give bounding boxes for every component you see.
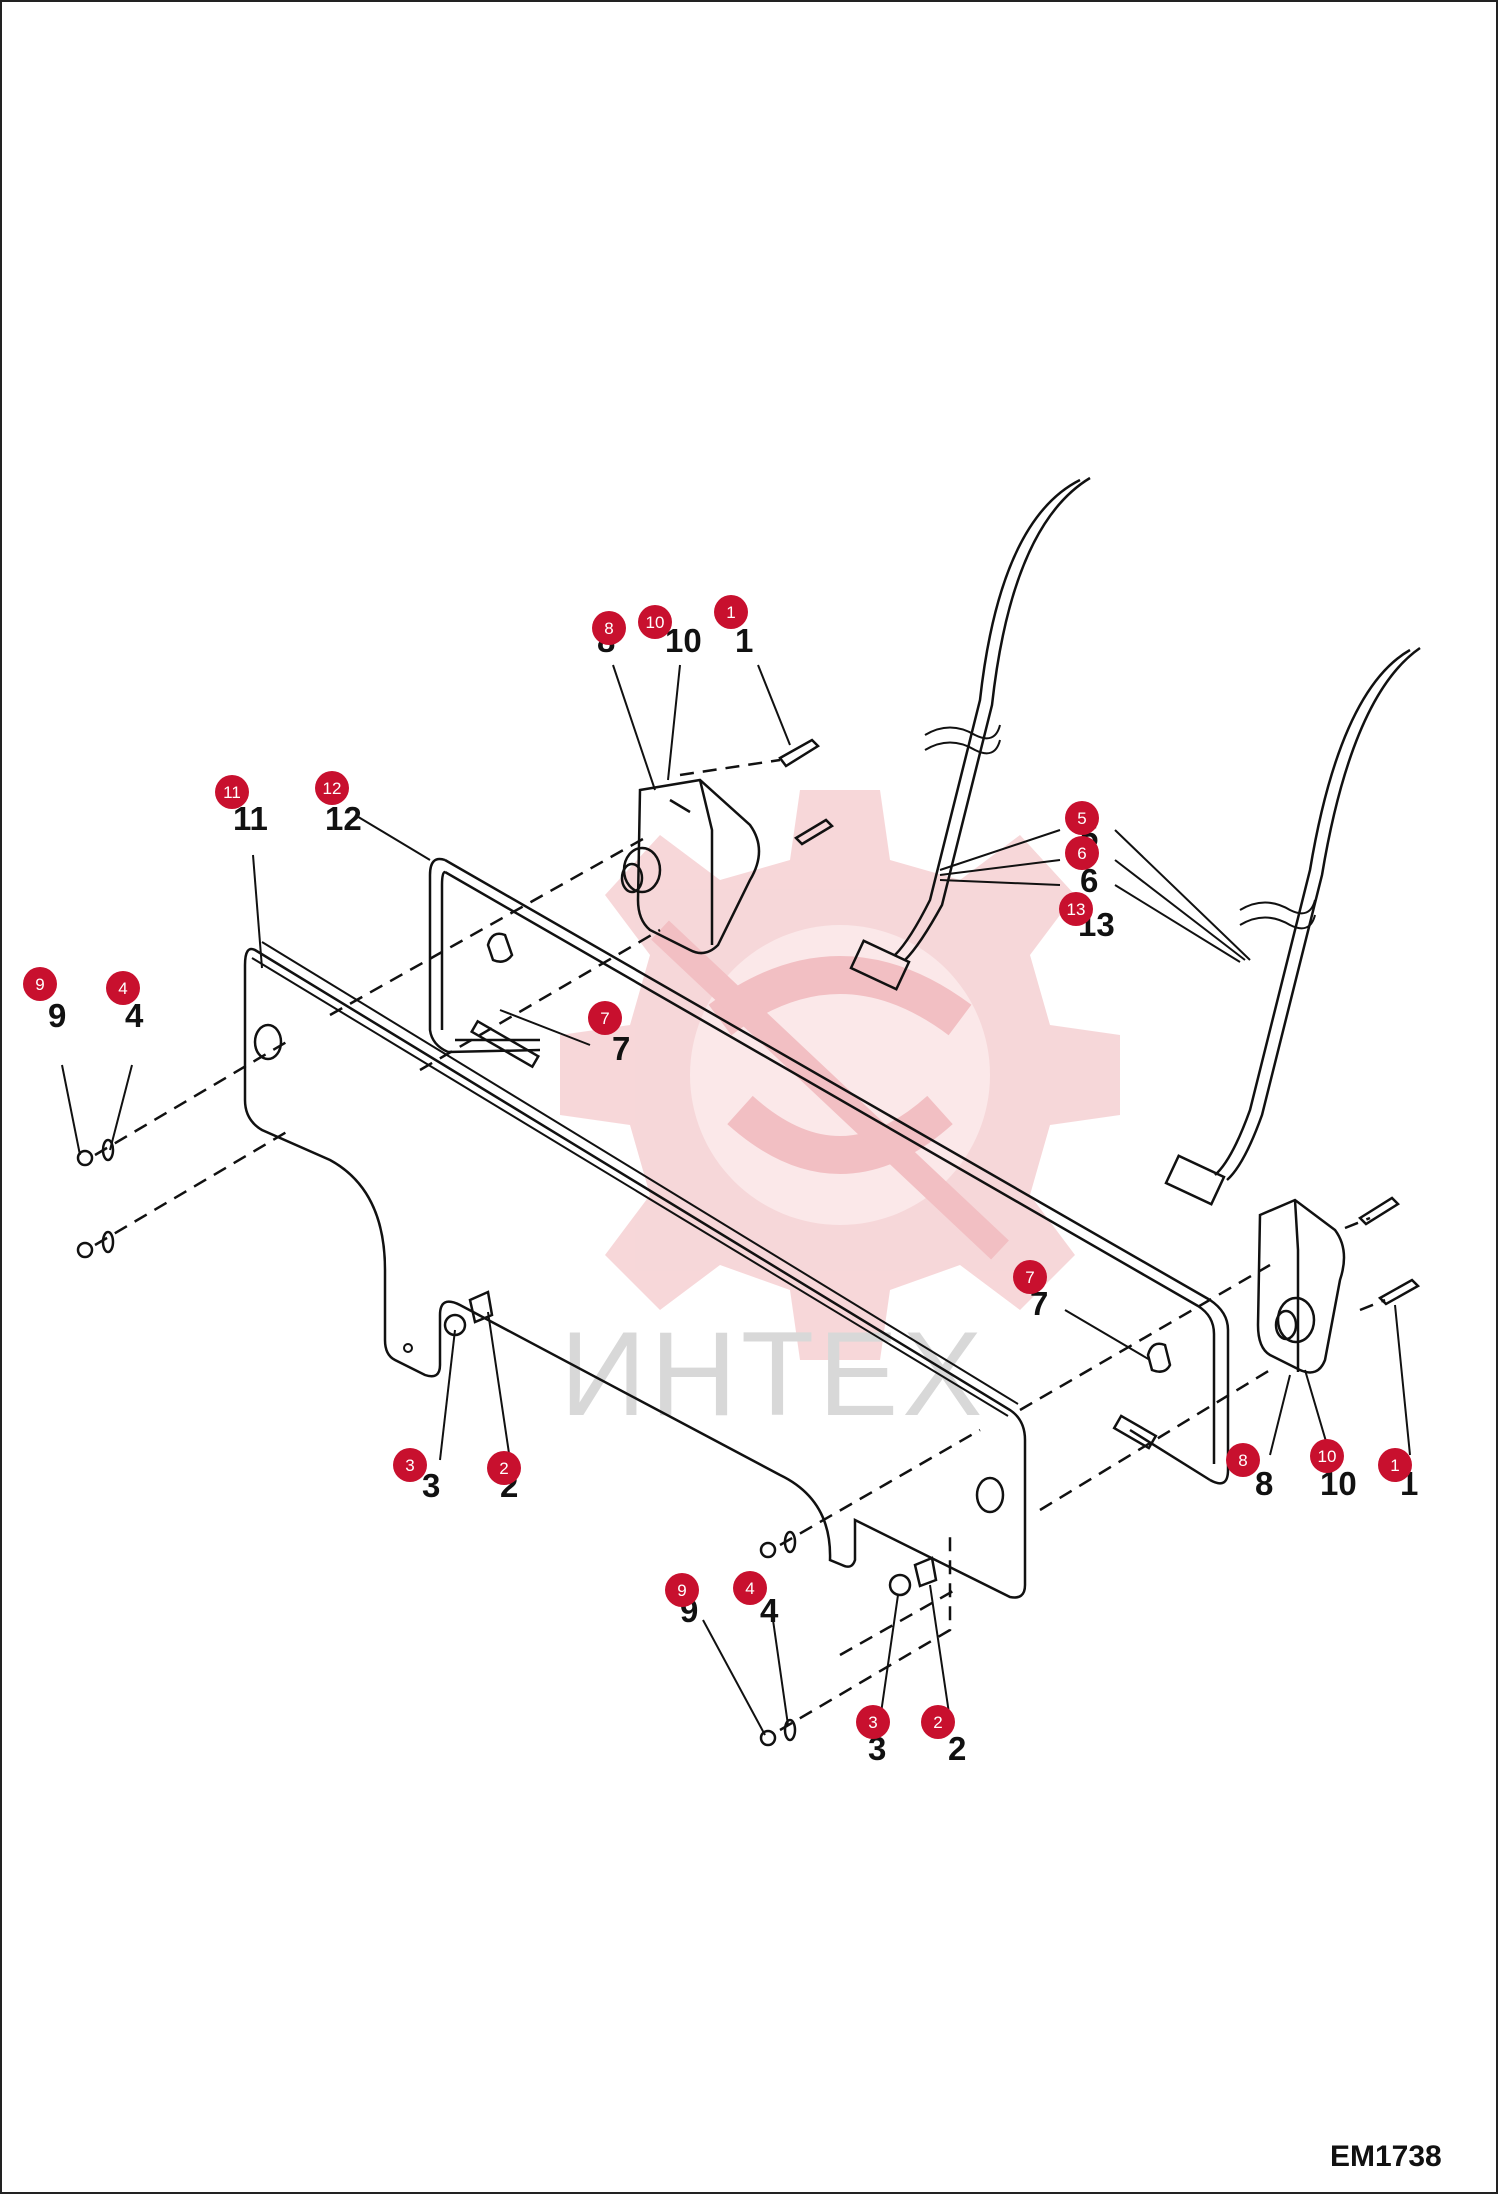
license-frame [428, 857, 1230, 1485]
svg-text:1: 1 [726, 603, 735, 622]
callout-badge: 4 [106, 971, 140, 1005]
hardware-left-lower [443, 1290, 494, 1337]
callout-number: 7 [612, 1030, 630, 1067]
svg-text:5: 5 [1077, 809, 1086, 828]
lamp-right [1256, 1196, 1421, 1374]
callout-badge: 8 [592, 611, 626, 645]
harness-right [1164, 646, 1421, 1206]
callout-badge: 1 [1378, 1448, 1412, 1482]
callout-badge: 5 [1065, 801, 1099, 835]
callout-badge: 7 [1013, 1260, 1047, 1294]
svg-text:9: 9 [35, 975, 44, 994]
callout-badges: 8 10 1 11 12 9 4 7 5 6 13 7 3 2 8 10 1 9… [23, 595, 1412, 1739]
watermark-gear-icon [560, 790, 1120, 1360]
svg-text:9: 9 [677, 1581, 686, 1600]
callout-number: 9 [48, 997, 66, 1034]
callout-badge: 3 [856, 1705, 890, 1739]
leader-lines [61, 664, 1411, 1736]
callout-badge: 9 [665, 1573, 699, 1607]
svg-text:11: 11 [223, 783, 241, 802]
harness-left [849, 476, 1091, 991]
svg-text:2: 2 [933, 1713, 942, 1732]
callout-badge: 2 [921, 1705, 955, 1739]
callout-number: 4 [760, 1592, 779, 1629]
callout-badge: 3 [393, 1448, 427, 1482]
callout-badge: 9 [23, 967, 57, 1001]
callout-badge: 13 [1059, 892, 1093, 926]
callout-badge: 10 [1310, 1439, 1344, 1473]
callout-badge: 4 [733, 1571, 767, 1605]
hardware-left-upper [76, 1138, 115, 1259]
svg-text:12: 12 [323, 779, 342, 798]
svg-text:8: 8 [1238, 1451, 1247, 1470]
svg-text:4: 4 [118, 979, 127, 998]
watermark-text: ИНТЕХ [560, 1307, 986, 1441]
svg-text:7: 7 [1025, 1268, 1034, 1287]
callout-number: 4 [125, 997, 144, 1034]
callout-badge: 8 [1226, 1443, 1260, 1477]
svg-text:7: 7 [600, 1009, 609, 1028]
callout-number: 10 [665, 622, 702, 659]
mounting-plate [243, 941, 1027, 1599]
callout-badge: 10 [638, 605, 672, 639]
callout-number: 7 [1030, 1285, 1048, 1322]
svg-text:10: 10 [646, 613, 665, 632]
callout-number: 6 [1080, 862, 1098, 899]
svg-text:2: 2 [499, 1459, 508, 1478]
callout-badge: 2 [487, 1451, 521, 1485]
drawing-code: EM1738 [1330, 2140, 1442, 2173]
callout-number: 3 [868, 1730, 886, 1767]
assembly-lines [94, 758, 1386, 1732]
svg-text:1: 1 [1390, 1456, 1399, 1475]
callout-number: 12 [325, 800, 362, 837]
callout-number: 1 [735, 622, 753, 659]
svg-text:6: 6 [1077, 844, 1086, 863]
svg-text:3: 3 [405, 1456, 414, 1475]
callout-number: 2 [948, 1730, 966, 1767]
svg-text:3: 3 [868, 1713, 877, 1732]
callout-badge: 7 [588, 1001, 622, 1035]
lamp-left [620, 738, 835, 955]
callout-badge: 1 [714, 595, 748, 629]
callout-number: 8 [1255, 1465, 1273, 1502]
callout-badge: 12 [315, 771, 349, 805]
svg-text:4: 4 [745, 1579, 754, 1598]
callout-badge: 6 [1065, 836, 1099, 870]
callout-number: 3 [422, 1467, 440, 1504]
callout-badge: 11 [215, 775, 249, 809]
svg-text:8: 8 [604, 619, 613, 638]
svg-text:13: 13 [1067, 900, 1086, 919]
svg-text:10: 10 [1318, 1447, 1337, 1466]
